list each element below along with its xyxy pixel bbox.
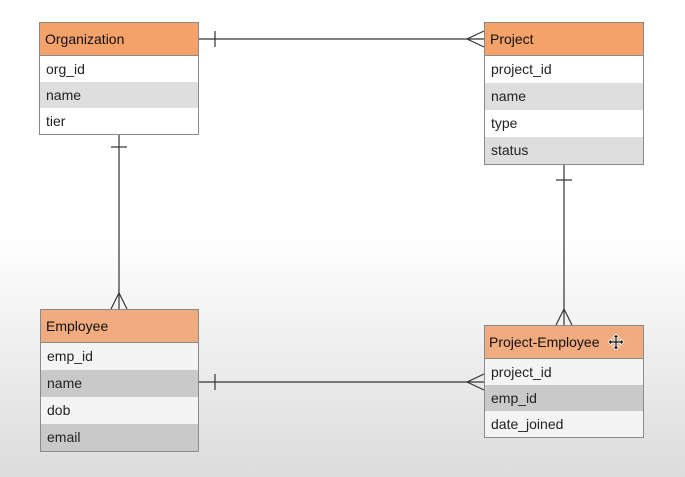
crows-foot-prong — [466, 38, 485, 48]
entity-title[interactable]: Project-Employee — [485, 326, 643, 359]
field-emp-id[interactable]: emp_id — [485, 385, 643, 411]
field-emp-id[interactable]: emp_id — [47, 348, 93, 364]
field-project-id[interactable]: project_id — [491, 364, 552, 380]
field-org-id[interactable]: org_id — [46, 61, 85, 77]
field-status[interactable]: status — [485, 137, 643, 164]
relationship-organization-employee[interactable] — [110, 131, 128, 310]
move-cursor-icon — [607, 333, 625, 351]
field-name[interactable]: name — [40, 82, 198, 108]
field-name[interactable]: name — [485, 83, 643, 110]
relationship-employee-project-employee[interactable] — [199, 373, 485, 391]
entity-title[interactable]: Employee — [41, 310, 198, 343]
crows-foot-prong — [110, 292, 120, 310]
crows-foot-prong — [555, 308, 565, 326]
crows-foot-prong — [466, 373, 485, 383]
entity-title[interactable]: Project — [485, 23, 643, 56]
entity-employee[interactable]: Employee emp_id name dob email — [40, 309, 199, 452]
entity-project[interactable]: Project project_id name type status — [484, 22, 644, 165]
field-name[interactable]: name — [41, 370, 198, 397]
entity-title-text: Project-Employee — [489, 334, 600, 350]
entity-project-employee[interactable]: Project-Employee project_id emp_id date_… — [484, 325, 644, 438]
field-project-id[interactable]: project_id — [491, 61, 552, 77]
field-email[interactable]: email — [41, 424, 198, 451]
field-tier[interactable]: tier — [46, 113, 66, 129]
relationship-organization-project[interactable] — [199, 30, 485, 48]
entity-title[interactable]: Organization — [40, 23, 198, 56]
relationship-project-project-employee[interactable] — [555, 163, 573, 326]
field-dob[interactable]: dob — [47, 402, 71, 418]
crows-foot-prong — [466, 30, 485, 40]
field-type[interactable]: type — [491, 115, 518, 131]
entity-organization[interactable]: Organization org_id name tier — [39, 22, 199, 135]
crows-foot-prong — [118, 292, 128, 310]
field-date-joined[interactable]: date_joined — [491, 416, 564, 432]
crows-foot-prong — [563, 308, 573, 326]
crows-foot-prong — [466, 381, 485, 391]
